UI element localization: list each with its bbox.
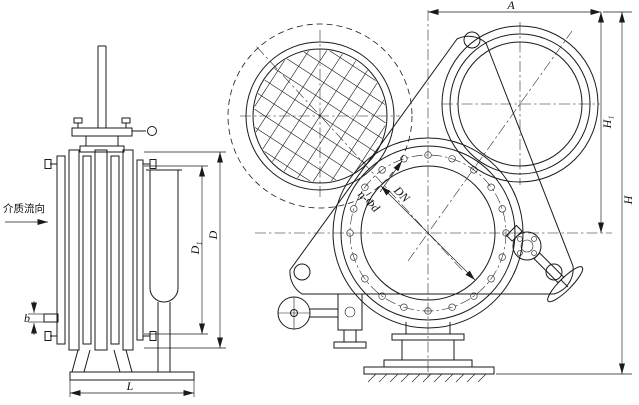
dimension-b: b [24,301,44,335]
dimension-D: D [144,151,226,349]
side-view: 介质流向 D₁ D b L [3,45,226,397]
dim-A-label: A [506,0,515,12]
dimension-D1: D₁ [144,165,208,335]
right-actuator [505,224,584,303]
corner-hole-top [463,31,481,49]
right-handwheel [547,266,584,303]
mesh-port [245,41,395,191]
dimension-A: A [428,0,601,15]
side-bracket [43,313,59,323]
dimension-H1: H₁ [598,12,614,233]
dim-D-label: D [206,230,220,240]
corner-hole-right [545,263,563,281]
ground-hatch [367,373,487,383]
body-plate-outline [289,31,574,295]
bolt-circle [349,154,507,312]
base-support [69,349,195,381]
stem-knob [147,126,157,136]
dim-D1-label: D₁ [188,242,202,256]
body-plate-stack [43,149,157,351]
dim-H1-label: H₁ [600,116,614,130]
blind-port-swung-position [227,23,413,209]
corner-hole-left [293,263,311,281]
dimension-H: H [496,11,635,375]
left-handwheel [277,293,367,349]
pedestal [363,322,495,383]
stem-assembly [71,45,157,153]
dimension-L: L [69,379,195,397]
ground-plate [363,366,495,375]
goggle-plate-housing [146,169,182,372]
flow-direction-label: 介质流向 [3,202,45,215]
dim-H-label: H [621,194,635,205]
front-view: DN n-Φd [227,0,635,383]
dim-b-label: b [24,311,30,325]
flow-direction-annotation: 介质流向 [3,202,48,225]
mesh-grid [254,50,386,182]
dim-L-label: L [126,379,134,393]
leader-line [379,160,403,193]
base-plate [69,371,195,381]
